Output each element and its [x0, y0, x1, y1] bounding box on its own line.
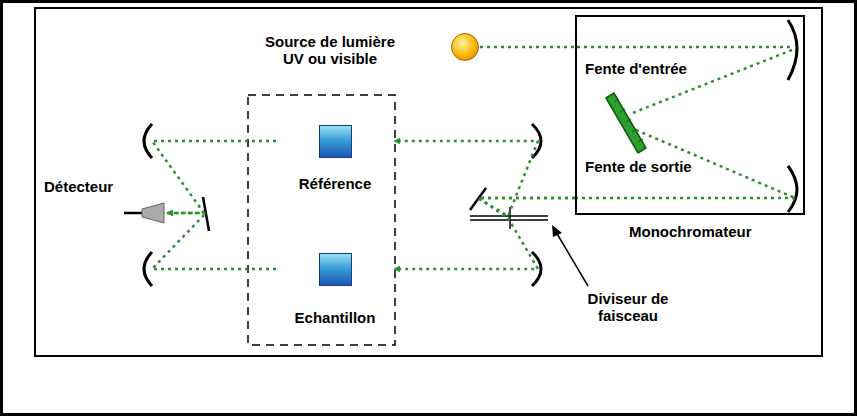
node-label: Source de lumière UV ou visible: [255, 33, 405, 67]
inner-frame: [35, 8, 822, 356]
beam-splitter: [470, 215, 548, 217]
detector: Détecteur: [42, 176, 167, 226]
light-beam: [152, 213, 276, 269]
node-text: Fente d'entrée: [585, 60, 687, 77]
light-beam: [394, 198, 575, 269]
detector-cone: [142, 203, 164, 223]
light-beam: [394, 141, 575, 216]
cuvette-cell: [319, 125, 352, 158]
light-beam: [577, 47, 795, 198]
leader-line: [556, 232, 588, 286]
cuvette: Echantillon: [276, 253, 394, 333]
cuvette-cell: [319, 253, 352, 286]
node-label: Référence: [276, 175, 394, 192]
node-label: Détecteur: [44, 178, 113, 195]
curved-mirror: [144, 252, 152, 286]
detector-lead: [124, 212, 144, 215]
grating-lines: [614, 99, 643, 142]
cuvette: Référence: [276, 125, 394, 200]
sample-compartment: [248, 95, 395, 345]
detector-icon: [122, 201, 167, 225]
light-beam: [152, 141, 276, 213]
curved-mirror: [144, 124, 152, 158]
leader-arrowhead: [552, 225, 562, 237]
diffraction-grating: [606, 93, 646, 153]
part-label: Diviseur de faisceau: [578, 290, 678, 324]
monochromator-box: Fente d'entréeFente de sortieMonochromat…: [575, 15, 805, 215]
node-label: Echantillon: [276, 309, 394, 326]
light-source: Source de lumière UV ou visible: [255, 30, 480, 70]
light-beam: [480, 46, 575, 49]
lamp-circle: [451, 33, 479, 61]
beam-splitter: [509, 207, 511, 229]
node-text: Monochromateur: [629, 223, 752, 240]
node-text: Fente de sortie: [585, 158, 692, 175]
curved-mirror: [788, 166, 797, 212]
